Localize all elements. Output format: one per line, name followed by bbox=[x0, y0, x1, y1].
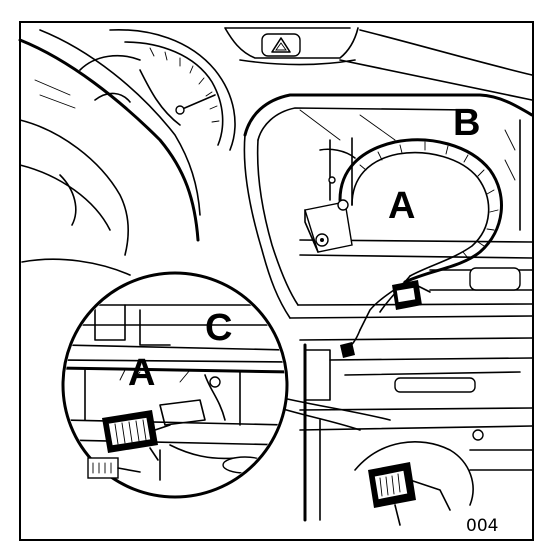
callout-label-a-inset: A bbox=[128, 352, 155, 394]
lower-connector-block bbox=[368, 462, 451, 526]
wiring-connector-icon bbox=[340, 280, 431, 358]
callout-label-c: C bbox=[205, 307, 232, 349]
lower-console bbox=[299, 337, 533, 522]
figure-number: 004 bbox=[466, 516, 498, 536]
hazard-triangle-icon bbox=[261, 33, 301, 57]
figure-frame bbox=[19, 21, 534, 541]
dashboard-outline bbox=[18, 29, 201, 276]
callout-label-a-main: A bbox=[388, 185, 415, 227]
centre-console-top bbox=[224, 27, 533, 101]
wiring-harness bbox=[338, 138, 503, 331]
inset-small-connector-icon bbox=[87, 457, 141, 479]
mounting-bracket bbox=[304, 199, 353, 253]
instrument-gauge bbox=[109, 29, 236, 151]
callout-label-b: B bbox=[453, 102, 480, 144]
inset-connector-icon bbox=[102, 410, 171, 461]
